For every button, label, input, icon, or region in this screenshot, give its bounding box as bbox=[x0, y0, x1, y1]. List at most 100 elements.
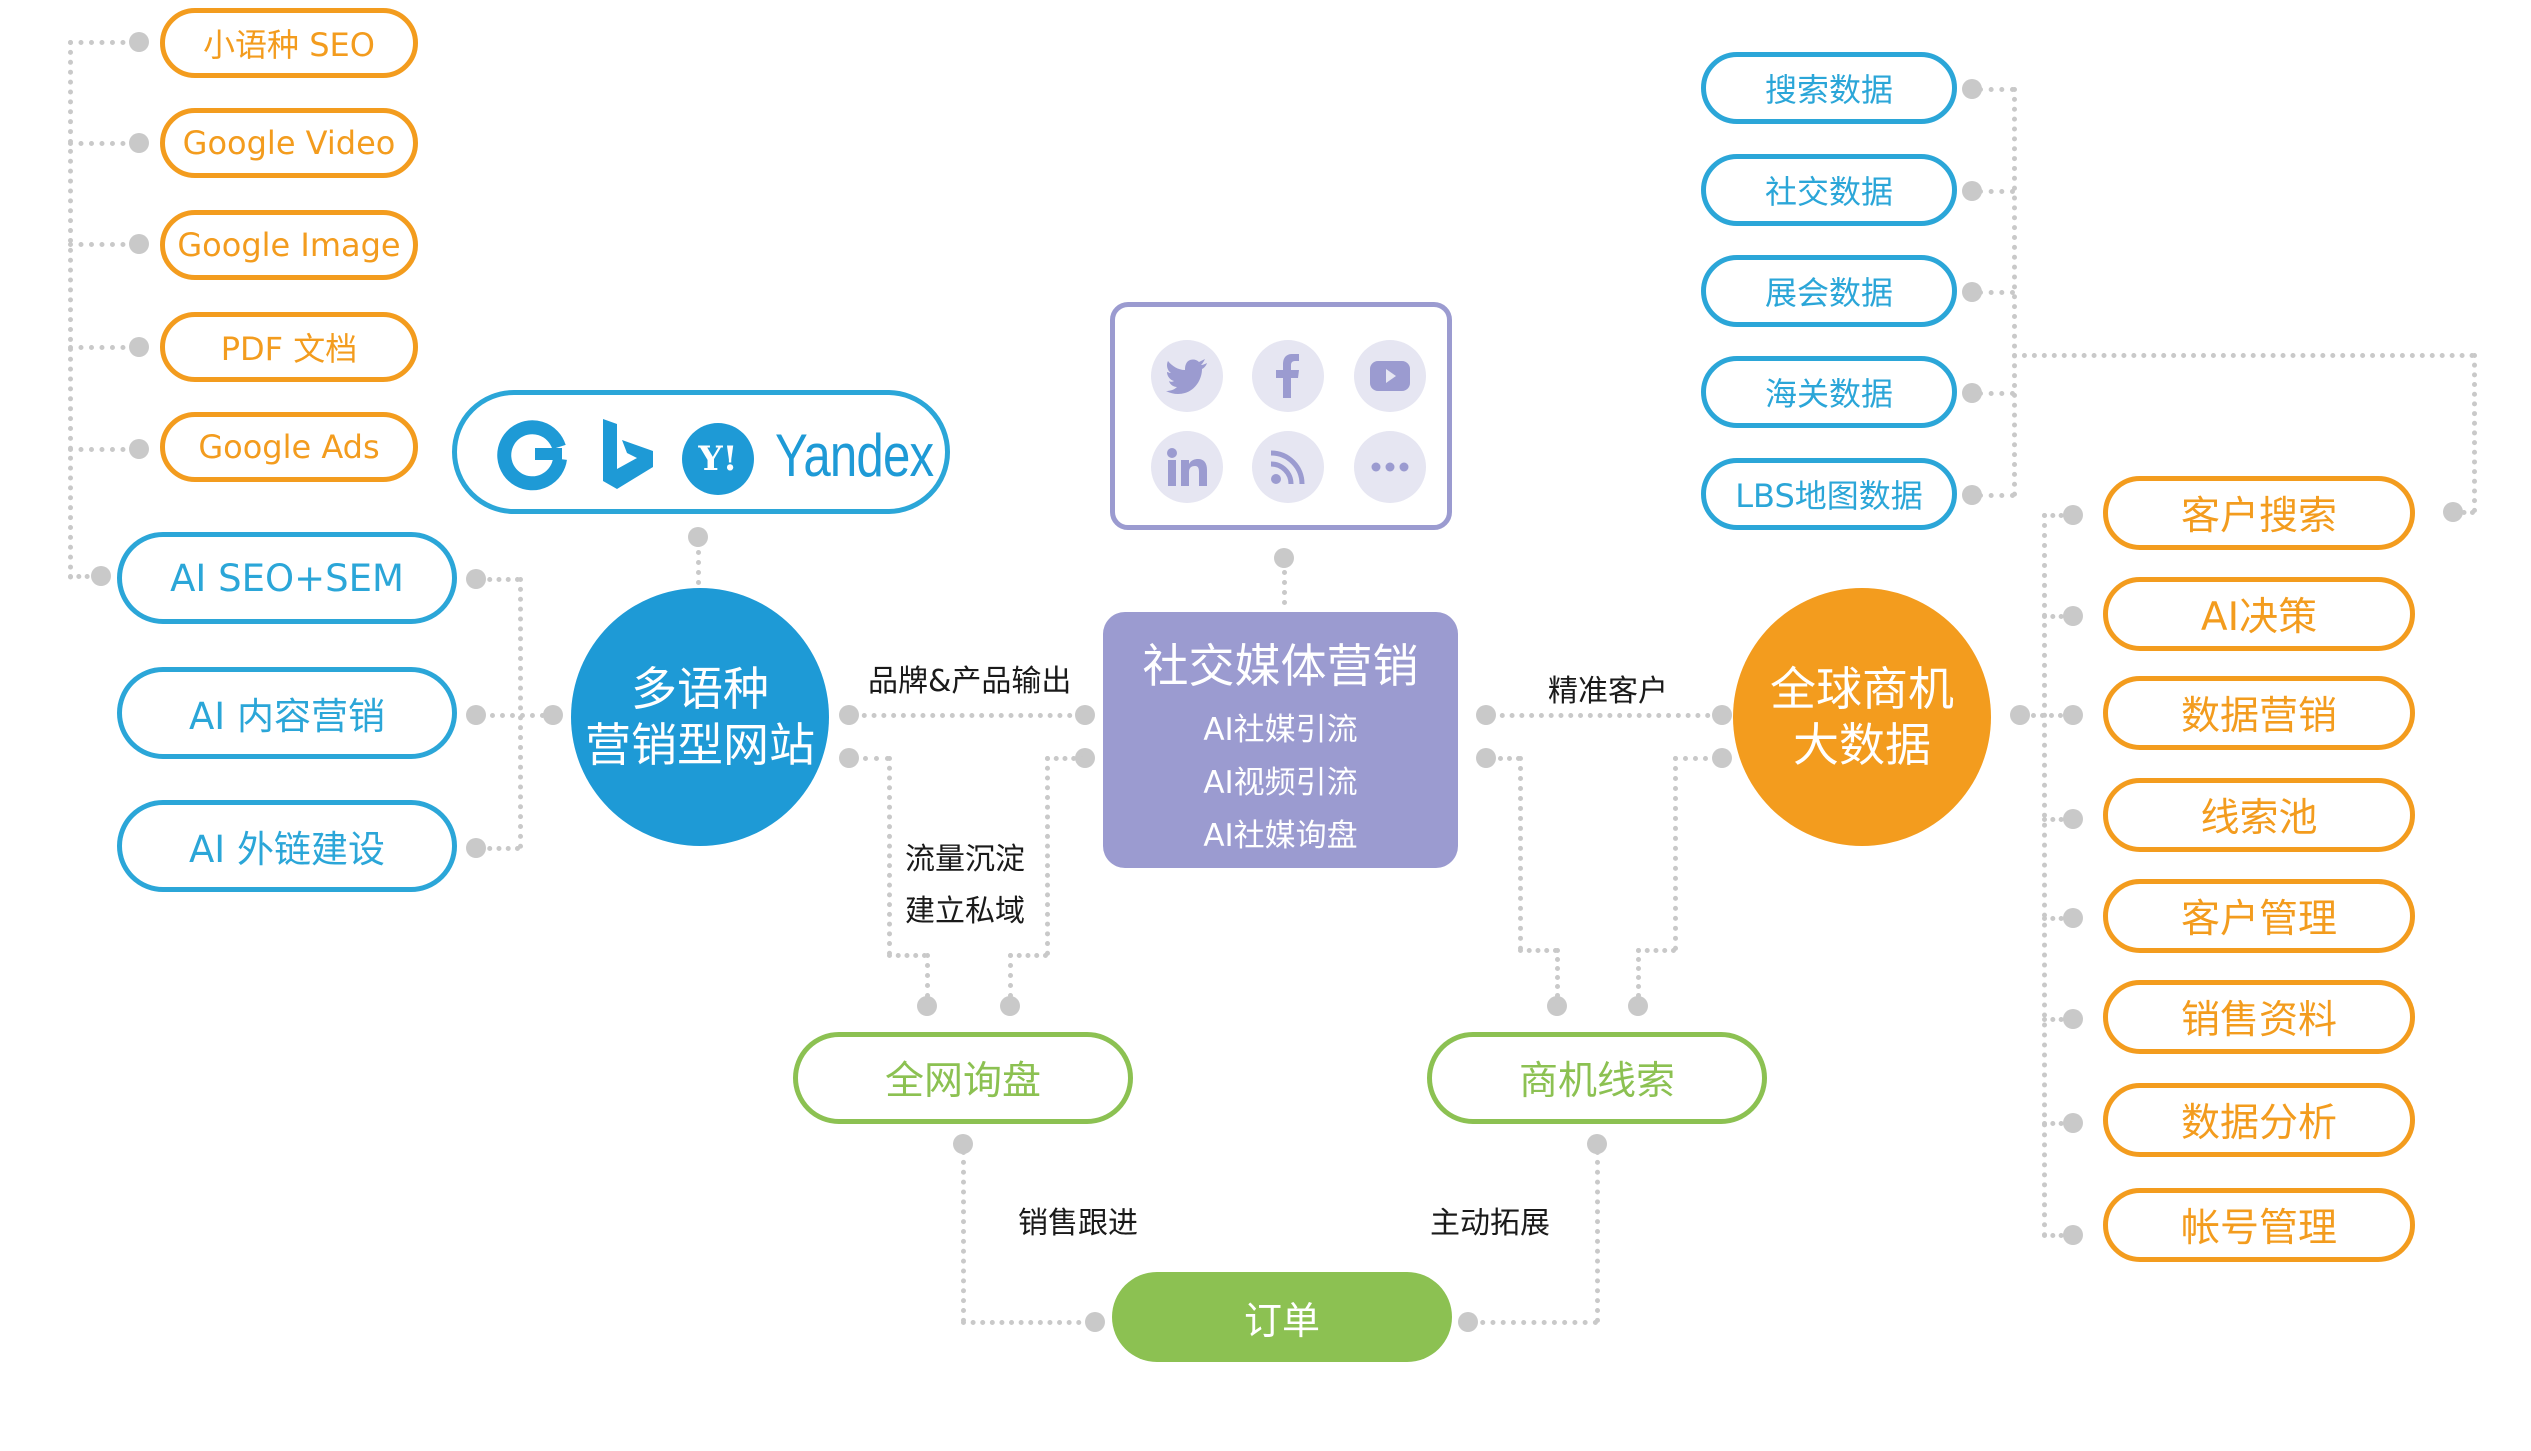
channel-small-language-seo: 小语种 SEO bbox=[160, 8, 418, 78]
connector-dot bbox=[2063, 1225, 2083, 1245]
search-engines-panel: Y! Yandex bbox=[452, 390, 950, 514]
connector bbox=[2042, 1017, 2072, 1022]
connector-dot bbox=[839, 705, 859, 725]
connector bbox=[1490, 713, 1730, 718]
connector bbox=[1555, 948, 1560, 998]
connector-dot bbox=[2443, 502, 2463, 522]
connector bbox=[1282, 560, 1287, 605]
feature-sales-materials: 销售资料 bbox=[2103, 980, 2415, 1054]
connector bbox=[68, 141, 136, 146]
connector-dot bbox=[129, 439, 149, 459]
connector bbox=[2012, 87, 2017, 497]
service-ai-seo-sem: AI SEO+SEM bbox=[117, 532, 457, 624]
connector-dot bbox=[2063, 505, 2083, 525]
connector-dot bbox=[1962, 282, 1982, 302]
website-hub-line1: 多语种 bbox=[631, 662, 769, 716]
connector bbox=[68, 40, 136, 45]
yahoo-icon: Y! bbox=[682, 423, 754, 495]
connector-dot bbox=[2010, 705, 2030, 725]
connector bbox=[925, 953, 930, 998]
connector bbox=[1636, 948, 1641, 998]
channel-google-video: Google Video bbox=[160, 108, 418, 178]
connector bbox=[1008, 953, 1013, 998]
connector-dot bbox=[2063, 606, 2083, 626]
connector-dot bbox=[1962, 485, 1982, 505]
connector-dot bbox=[917, 996, 937, 1016]
connector-dot bbox=[129, 337, 149, 357]
label-precise-customers: 精准客户 bbox=[1548, 674, 1668, 709]
website-hub: 多语种 营销型网站 bbox=[571, 588, 829, 846]
connector-dot bbox=[1628, 996, 1648, 1016]
connector bbox=[1673, 756, 1718, 761]
connector bbox=[478, 846, 520, 851]
more-icon bbox=[1354, 431, 1426, 503]
connector bbox=[2042, 513, 2047, 1238]
connector-dot bbox=[466, 705, 486, 725]
connector bbox=[1978, 391, 2015, 396]
service-ai-backlinks: AI 外链建设 bbox=[117, 800, 457, 892]
data-source-search: 搜索数据 bbox=[1701, 52, 1957, 124]
channel-pdf-docs: PDF 文档 bbox=[160, 312, 418, 382]
twitter-icon bbox=[1151, 340, 1223, 412]
connector bbox=[68, 345, 136, 350]
connector-dot bbox=[1476, 748, 1496, 768]
data-source-customs: 海关数据 bbox=[1701, 356, 1957, 428]
service-ai-content: AI 内容营销 bbox=[117, 667, 457, 759]
channel-google-ads: Google Ads bbox=[160, 412, 418, 482]
connector-dot bbox=[1085, 1312, 1105, 1332]
connector bbox=[480, 713, 555, 718]
bigdata-hub-line1: 全球商机 bbox=[1770, 662, 1954, 716]
feature-ai-decision: AI决策 bbox=[2103, 577, 2415, 651]
social-hub-item: AI社媒引流 bbox=[1203, 712, 1358, 748]
connector bbox=[1518, 948, 1558, 953]
connector bbox=[1008, 953, 1048, 958]
connector bbox=[961, 1320, 1091, 1325]
connector bbox=[68, 574, 98, 579]
connector-dot bbox=[129, 234, 149, 254]
connector bbox=[1595, 1150, 1600, 1323]
connector bbox=[2042, 614, 2072, 619]
connector-dot bbox=[1000, 996, 1020, 1016]
feature-data-marketing: 数据营销 bbox=[2103, 676, 2415, 750]
connector bbox=[2042, 916, 2072, 921]
connector bbox=[1045, 756, 1050, 956]
connector bbox=[2042, 513, 2072, 518]
connector bbox=[1636, 948, 1676, 953]
connector bbox=[68, 40, 73, 580]
connector-dot bbox=[2063, 1113, 2083, 1133]
channel-google-image: Google Image bbox=[160, 210, 418, 280]
label-traffic-line2: 建立私域 bbox=[905, 894, 1025, 929]
label-brand-output: 品牌&产品输出 bbox=[868, 664, 1072, 699]
connector bbox=[2042, 1233, 2072, 1238]
connector-dot bbox=[2063, 809, 2083, 829]
connector bbox=[1978, 290, 2015, 295]
feature-lead-pool: 线索池 bbox=[2103, 778, 2415, 852]
connector bbox=[68, 447, 136, 452]
bigdata-hub-line2: 大数据 bbox=[1793, 718, 1931, 772]
connector-dot bbox=[2063, 908, 2083, 928]
data-source-social: 社交数据 bbox=[1701, 154, 1957, 226]
connector-dot bbox=[1962, 383, 1982, 403]
connector bbox=[2012, 353, 2475, 358]
connector-dot bbox=[1712, 748, 1732, 768]
connector bbox=[887, 756, 892, 956]
connector-dot bbox=[1962, 181, 1982, 201]
connector-dot bbox=[1476, 705, 1496, 725]
feature-customer-search: 客户搜索 bbox=[2103, 476, 2415, 550]
connector-dot bbox=[839, 748, 859, 768]
rss-icon bbox=[1252, 431, 1324, 503]
connector-dot bbox=[953, 1134, 973, 1154]
connector-dot bbox=[2063, 705, 2083, 725]
connector bbox=[2022, 713, 2072, 718]
connector bbox=[852, 713, 1092, 718]
connector bbox=[1673, 756, 1678, 951]
connector bbox=[2042, 1121, 2072, 1126]
feature-data-analysis: 数据分析 bbox=[2103, 1083, 2415, 1157]
connector bbox=[2453, 510, 2475, 515]
connector-dot bbox=[1547, 996, 1567, 1016]
connector bbox=[1518, 756, 1523, 951]
social-hub-item: AI视频引流 bbox=[1203, 765, 1358, 801]
connector bbox=[887, 953, 927, 958]
linkedin-icon bbox=[1151, 431, 1223, 503]
